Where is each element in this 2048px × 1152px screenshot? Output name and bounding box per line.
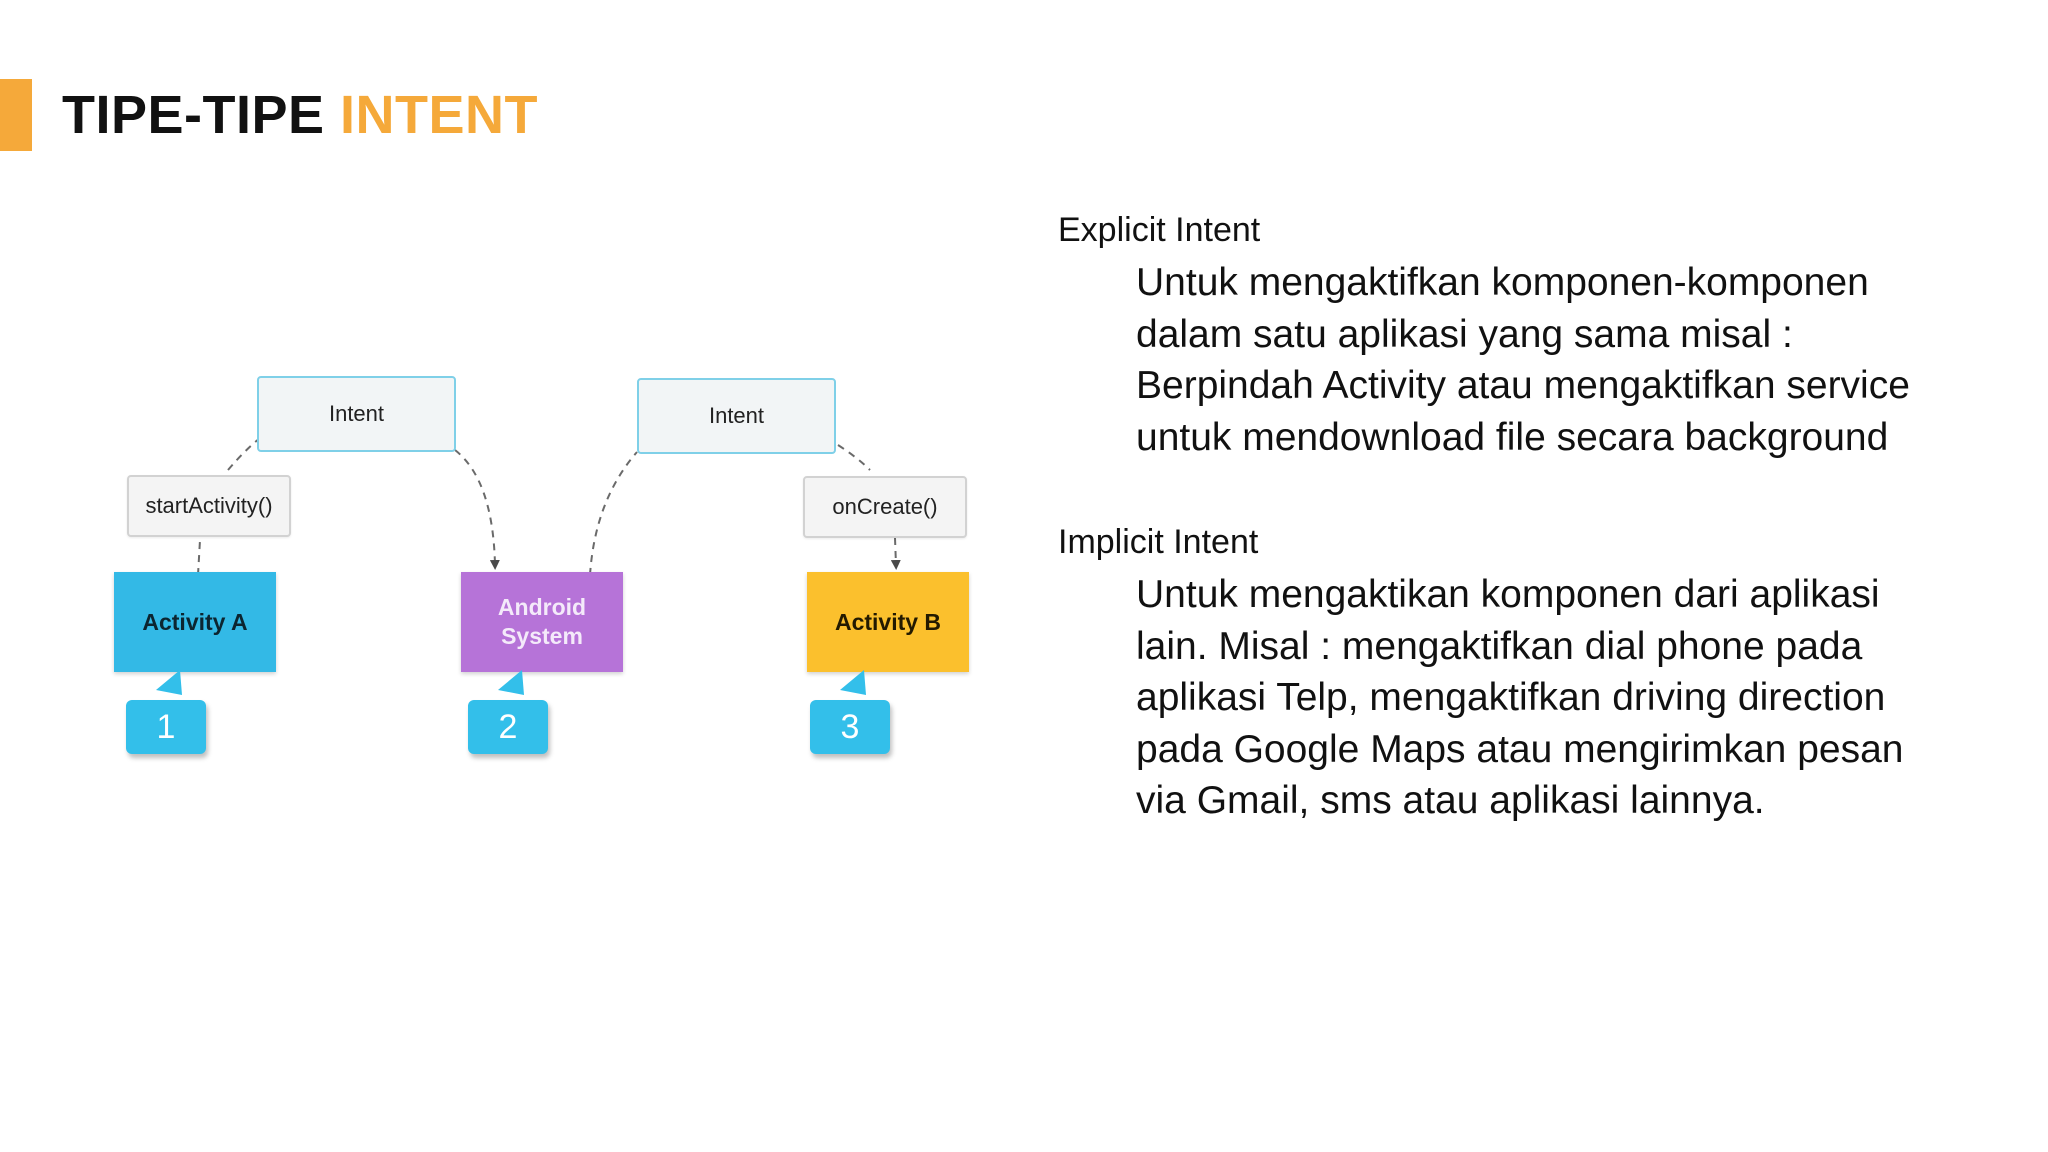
connector-activity-a-to-start bbox=[197, 539, 201, 576]
on-create-label: onCreate() bbox=[832, 494, 938, 519]
explicit-line-3: Berpindah Activity atau mengaktifkan ser… bbox=[1136, 364, 1910, 407]
implicit-intent-section: Implicit Intent Untuk mengaktikan kompon… bbox=[1058, 520, 2016, 827]
implicit-intent-heading: Implicit Intent bbox=[1058, 523, 1259, 561]
intent-flow-diagram: Intent Intent startActivity() onCreate()… bbox=[100, 360, 990, 780]
implicit-line-4: pada Google Maps atau mengirimkan pesan bbox=[1136, 727, 1904, 771]
page-title-prefix: TIPE-TIPE bbox=[62, 85, 341, 145]
activity-b-box: Activity B bbox=[807, 572, 969, 672]
title-accent-bar bbox=[0, 79, 32, 151]
implicit-line-1: Untuk mengaktikan komponen dari aplikasi bbox=[1136, 573, 1880, 616]
connector-android-to-intent bbox=[589, 451, 638, 576]
step-badge-3-label: 3 bbox=[840, 707, 860, 746]
intent-box-left: Intent bbox=[257, 376, 456, 452]
start-activity-box: startActivity() bbox=[127, 475, 291, 537]
intent-label-right: Intent bbox=[708, 403, 765, 428]
step-badge-1-label: 1 bbox=[156, 707, 176, 746]
start-activity-label: startActivity() bbox=[145, 493, 273, 518]
connector-start-to-intent bbox=[227, 437, 261, 471]
step-badge-2-label: 2 bbox=[498, 707, 518, 746]
explicit-intent-heading: Explicit Intent bbox=[1058, 211, 1261, 249]
connector-intent-to-android bbox=[454, 449, 500, 570]
implicit-line-5: via Gmail, sms atau aplikasi lainnya. bbox=[1136, 779, 1765, 822]
intent-label-left: Intent bbox=[328, 401, 385, 426]
on-create-box: onCreate() bbox=[803, 476, 967, 538]
activity-a-box: Activity A bbox=[114, 572, 276, 672]
activity-b-label: Activity B bbox=[834, 608, 942, 635]
step-badge-3: 3 bbox=[810, 700, 890, 754]
step-badge-2: 2 bbox=[468, 700, 548, 754]
android-system-label-line2: System bbox=[501, 623, 583, 649]
step-badge-1: 1 bbox=[126, 700, 206, 754]
intent-box-right: Intent bbox=[637, 378, 836, 454]
implicit-line-2: lain. Misal : mengaktifkan dial phone pa… bbox=[1136, 624, 1863, 668]
implicit-line-3: aplikasi Telp, mengaktifkan driving dire… bbox=[1136, 676, 1886, 719]
page-title-highlight: INTENT bbox=[340, 85, 539, 145]
explicit-intent-description: Untuk mengaktifkan komponen-komponen dal… bbox=[1136, 257, 2016, 463]
explicit-line-2: dalam satu aplikasi yang sama misal : bbox=[1136, 312, 1793, 356]
explicit-intent-section: Explicit Intent Untuk mengaktifkan kompo… bbox=[1058, 208, 2016, 463]
connector-intent-to-oncreate bbox=[837, 444, 871, 471]
android-system-box: Android System bbox=[461, 572, 623, 672]
explicit-line-4: untuk mendownload file secara background bbox=[1136, 415, 1889, 459]
page-title: TIPE-TIPE INTENT bbox=[62, 84, 538, 146]
implicit-intent-description: Untuk mengaktikan komponen dari aplikasi… bbox=[1136, 569, 2016, 827]
explicit-line-1: Untuk mengaktifkan komponen-komponen bbox=[1136, 261, 1869, 304]
activity-a-label: Activity A bbox=[142, 608, 248, 635]
diagram-connectors bbox=[197, 437, 901, 576]
connector-oncreate-to-activity-b bbox=[890, 537, 901, 570]
android-system-label-line1: Android bbox=[497, 594, 587, 621]
